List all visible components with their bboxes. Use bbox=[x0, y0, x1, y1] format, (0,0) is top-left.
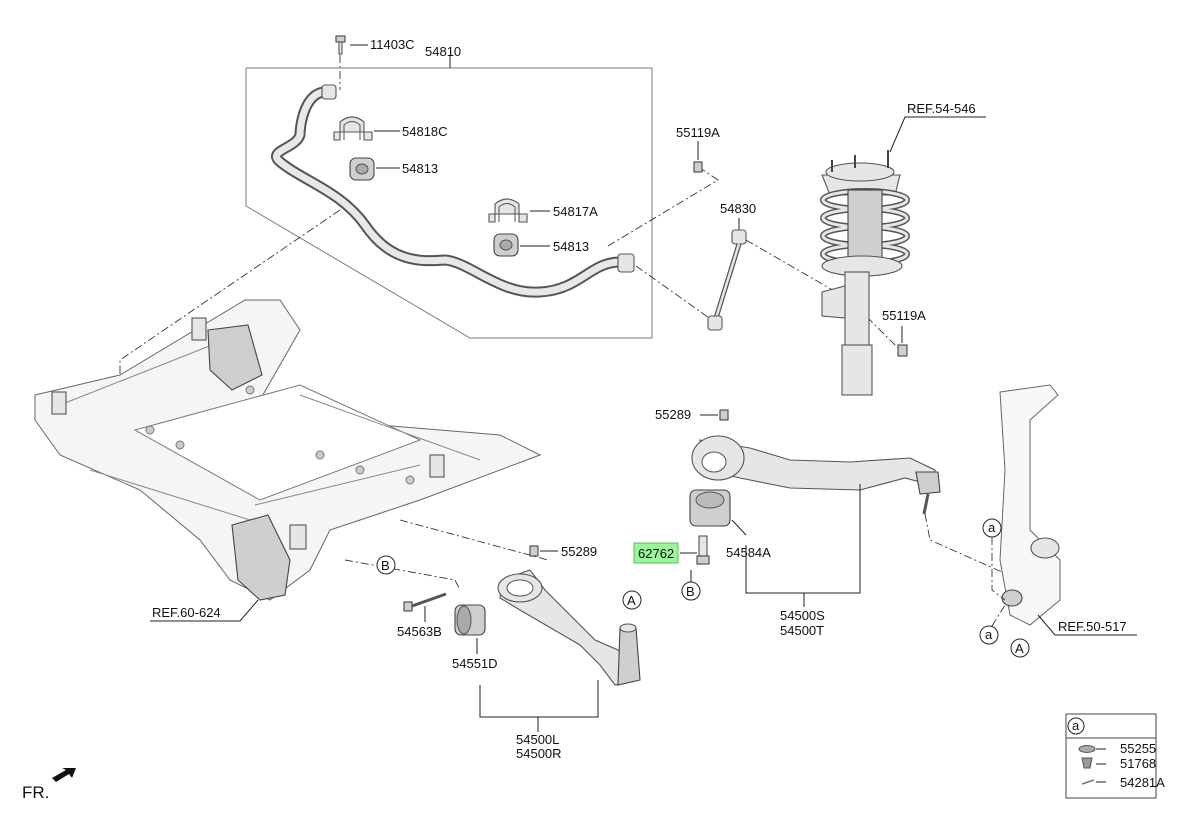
stabilizer-link-54830: 55119A 54830 bbox=[676, 125, 901, 351]
label-54813-lower: 54813 bbox=[553, 239, 589, 254]
legend-item-3: 54281A bbox=[1120, 775, 1165, 790]
label-54817A: 54817A bbox=[553, 204, 598, 219]
legend-box: a 55255 51768 54281A bbox=[1065, 713, 1165, 799]
label-54810: 54810 bbox=[425, 44, 461, 59]
link-upper-joint bbox=[731, 229, 747, 245]
bushing-54551D bbox=[454, 604, 486, 636]
marker-B-right: B bbox=[681, 581, 701, 601]
washer-icon bbox=[1078, 745, 1096, 753]
legend-item-2: 51768 bbox=[1120, 756, 1156, 771]
nut-55289-mid bbox=[529, 545, 539, 557]
nut-icon bbox=[1081, 757, 1093, 769]
label-55289-mid: 55289 bbox=[561, 544, 597, 559]
nut-55289-top bbox=[719, 409, 729, 421]
label-54500S: 54500S bbox=[780, 608, 825, 623]
link-lower-joint bbox=[707, 315, 723, 331]
marker-A-arm: A bbox=[622, 590, 642, 610]
marker-a-lower: a bbox=[979, 625, 999, 645]
svg-text:A: A bbox=[1015, 641, 1024, 656]
label-55119A-top: 55119A bbox=[676, 125, 720, 140]
bracket-54818C bbox=[333, 116, 373, 141]
front-label: FR. bbox=[22, 783, 49, 802]
label-62762[interactable]: 62762 bbox=[638, 546, 674, 561]
marker-B-left: B bbox=[376, 555, 396, 575]
stabilizer-bar-end bbox=[617, 253, 635, 273]
front-indicator: FR. bbox=[22, 768, 76, 802]
label-11403C: 11403C bbox=[370, 37, 415, 52]
bracket-54817A bbox=[488, 198, 528, 223]
label-54563B: 54563B bbox=[397, 624, 442, 639]
leader-dash bbox=[607, 167, 719, 247]
lower-arm-54500L: 55289 54563B 54551D 54500L 54500R bbox=[397, 544, 641, 761]
svg-text:a: a bbox=[988, 520, 996, 535]
pin-icon bbox=[1081, 779, 1095, 785]
bolt-54563B bbox=[403, 592, 447, 612]
svg-text:A: A bbox=[627, 593, 636, 608]
bolt-62762 bbox=[696, 535, 710, 565]
label-54551D: 54551D bbox=[452, 656, 498, 671]
strut-assembly: REF.54-546 55119A bbox=[820, 101, 986, 396]
legend-item-1: 55255 bbox=[1120, 741, 1156, 756]
stabilizer-bar-end bbox=[321, 84, 337, 100]
label-54818C: 54818C bbox=[402, 124, 448, 139]
svg-text:a: a bbox=[985, 627, 993, 642]
label-54500L: 54500L bbox=[516, 732, 559, 747]
stabilizer-bar-group bbox=[119, 35, 719, 412]
bolt-11403C bbox=[335, 35, 346, 55]
svg-text:B: B bbox=[686, 584, 695, 599]
steering-knuckle: REF.50-517 bbox=[991, 384, 1137, 636]
ref-50-517: REF.50-517 bbox=[1058, 619, 1127, 634]
crossmember-subframe: REF.60-624 bbox=[34, 299, 549, 622]
highlight-62762 bbox=[633, 542, 679, 564]
front-arrow-icon bbox=[52, 768, 76, 782]
label-54584A: 54584A bbox=[726, 545, 771, 560]
stabilizer-frame bbox=[245, 67, 653, 339]
marker-A-knuckle: A bbox=[1010, 638, 1030, 658]
ref-54-546: REF.54-546 bbox=[907, 101, 976, 116]
label-55119A-right: 55119A bbox=[882, 308, 926, 323]
ref-60-624: REF.60-624 bbox=[152, 605, 221, 620]
label-54500T: 54500T bbox=[780, 623, 824, 638]
legend-key: a bbox=[1072, 718, 1080, 733]
control-arm-54500S: 55289 54584A 62762 54500S 54500T bbox=[633, 407, 1021, 638]
marker-a-upper: a bbox=[982, 518, 1002, 538]
leader-dash bbox=[635, 265, 713, 321]
bushing-54813-upper bbox=[349, 157, 375, 181]
bushing-54813-lower bbox=[493, 233, 519, 257]
svg-text:B: B bbox=[381, 558, 390, 573]
label-54500R: 54500R bbox=[516, 746, 562, 761]
nut-55119A-top bbox=[693, 161, 703, 173]
label-54813-upper: 54813 bbox=[402, 161, 438, 176]
bushing-54584A bbox=[689, 489, 731, 527]
label-55289-top: 55289 bbox=[655, 407, 691, 422]
label-54830: 54830 bbox=[720, 201, 756, 216]
